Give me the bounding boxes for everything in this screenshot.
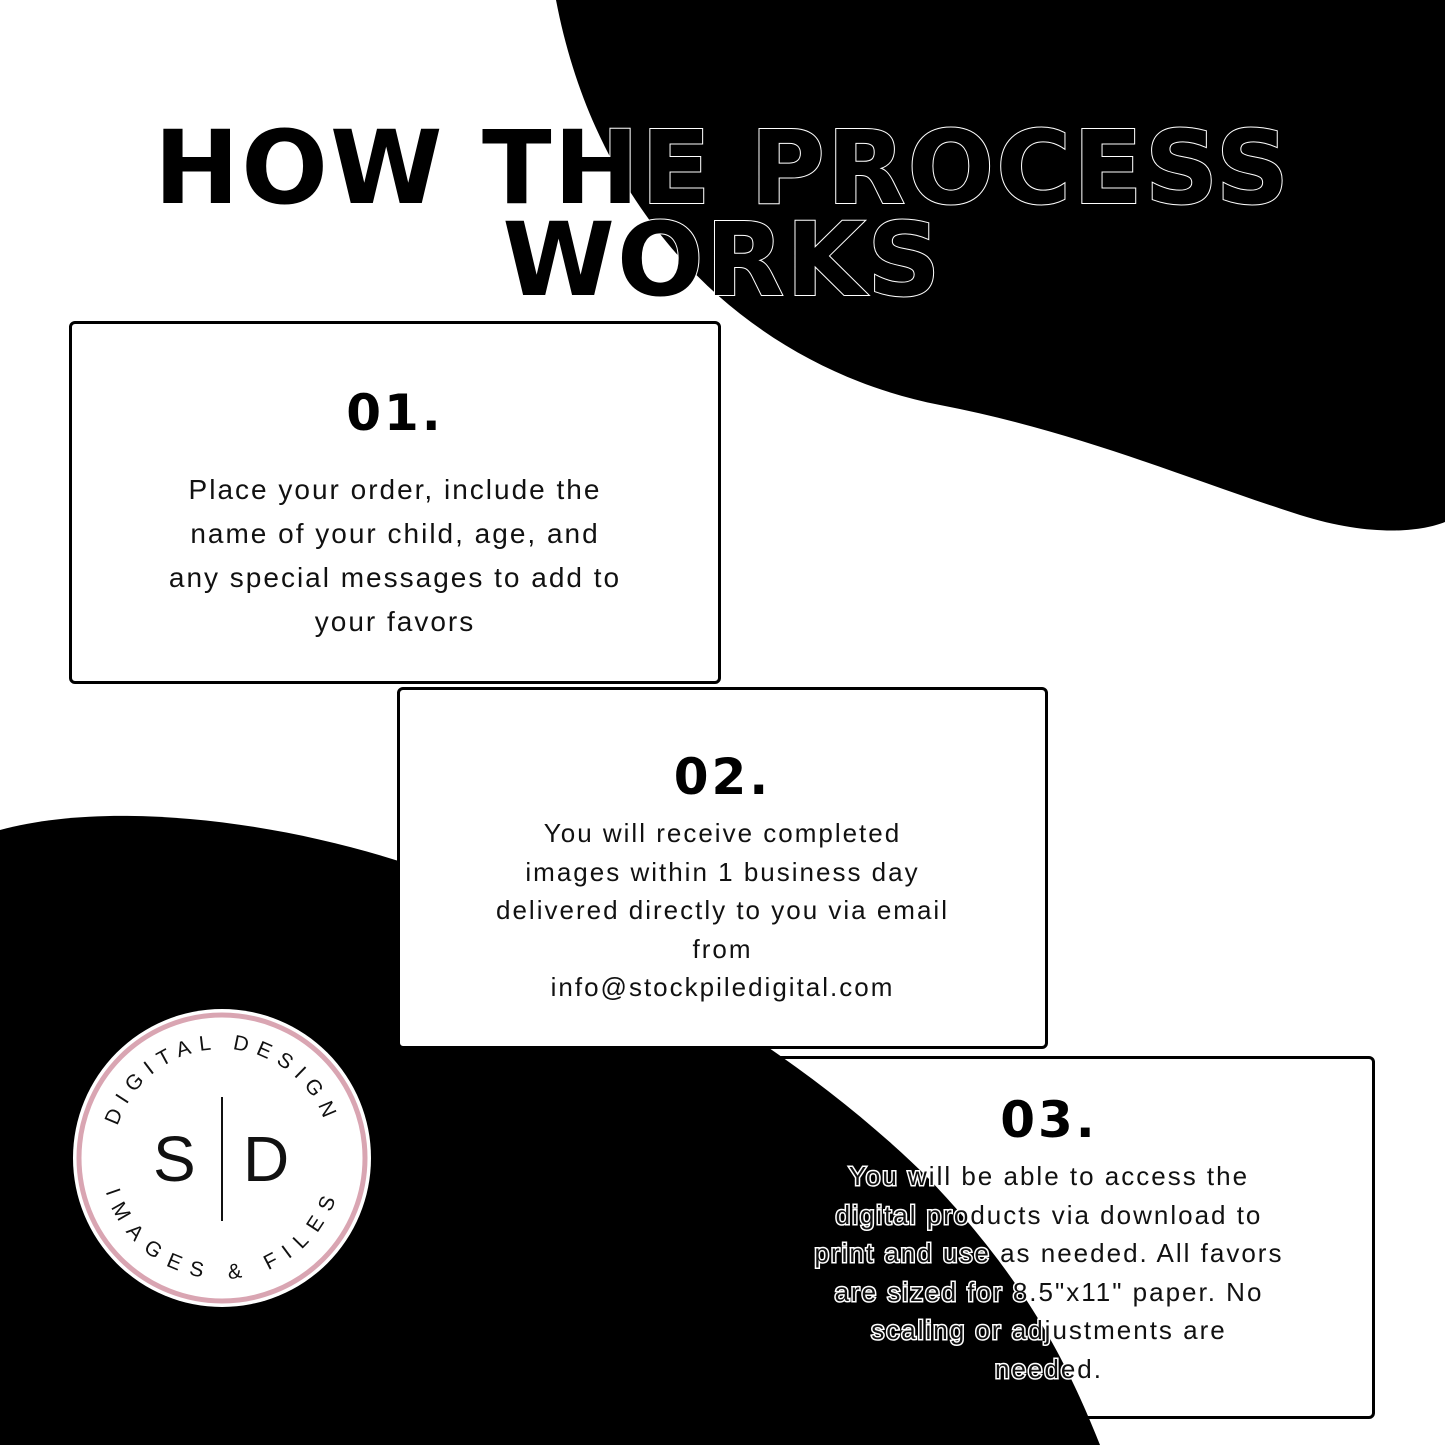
- step-card-1: 01. Place your order, include the name o…: [69, 321, 721, 684]
- brand-logo: DIGITAL DESIGN IMAGES & FILES S D: [73, 1009, 371, 1307]
- step-description: You will be able to access the digital p…: [813, 1160, 1284, 1386]
- logo-letter-d: D: [243, 1123, 290, 1195]
- step-description: Place your order, include the name of yo…: [168, 474, 622, 637]
- step-description: You will receive completed images within…: [496, 818, 949, 1002]
- step-number: 02.: [673, 748, 772, 806]
- step-number: 01.: [346, 384, 444, 442]
- step-number: 03.: [1000, 1091, 1098, 1149]
- page-title-line-1: HOW THE PROCESS: [153, 109, 1292, 228]
- logo-letter-s: S: [153, 1123, 196, 1195]
- page-title-line-2: WORKS: [501, 201, 943, 320]
- logo-divider: [221, 1097, 223, 1221]
- top-right-blob: [556, 0, 1445, 531]
- step-card-3: 03. You will be able to access the digit…: [723, 1056, 1375, 1419]
- step-card-2: 02. You will receive completed images wi…: [397, 687, 1048, 1049]
